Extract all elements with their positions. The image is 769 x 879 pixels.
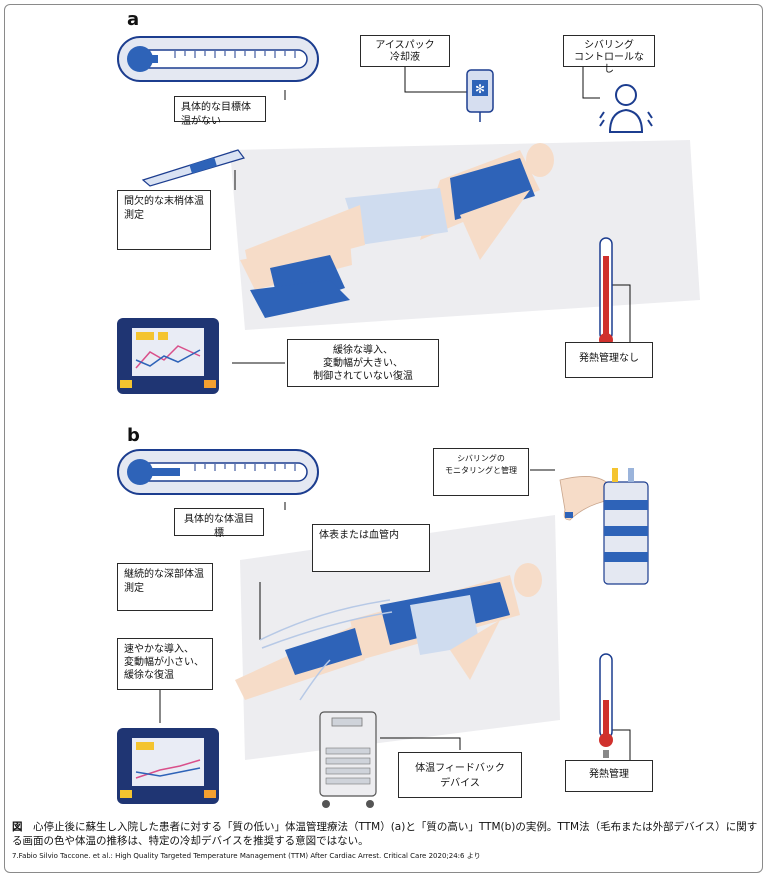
label-feedback-device: 体温フィードバック デバイス [398,752,522,798]
label-shivering-monitoring: シバリングの モニタリングと管理 [433,448,529,496]
panel-label-a: a [127,9,140,30]
label-ice-pack: アイスパック 冷却液 [360,35,450,67]
label-intermittent-measurement: 間欠的な末梢体温 測定 [117,190,211,250]
label-rapid-induction: 速やかな導入、 変動幅が小さい、 緩徐な復温 [117,638,213,690]
monitor-b [117,728,219,804]
source-citation: 7.Fabio Silvio Taccone. et al.: High Qua… [12,852,481,860]
monitor-a [117,318,219,394]
patient-body-a [240,143,554,318]
bed-shadow-a [230,140,700,330]
monitoring-device-b [603,468,649,585]
feedback-device-cart [319,711,377,808]
panel-label-b: b [127,425,140,446]
label-specific-target: 具体的な体温目標 [174,508,264,539]
label-no-target-temp: 具体的な目標体温がない [174,96,266,127]
hand-icon-b [559,476,613,521]
svg-text:✻: ✻ [475,82,485,96]
panel-b-art [117,449,649,808]
target-thermometer-b [117,449,319,495]
patient-body-b [235,563,542,701]
stick-thermometer-a [141,149,245,187]
fever-thermometer-a [599,237,613,358]
figure-caption: 図 心停止後に蘇生し入院した患者に対する「質の低い」体温管理療法（TTM）(a)… [12,820,760,848]
caption-text: 心停止後に蘇生し入院した患者に対する「質の低い」体温管理療法（TTM）(a)と「… [12,821,758,847]
figure-frame [4,4,763,873]
label-fever-management: 発熱管理 [565,760,653,792]
fever-thermometer-b [599,653,613,758]
label-surface-or-intravascular: 体表または血管内 [312,524,430,572]
caption-lead: 図 [12,821,23,833]
target-thermometer-a [117,36,319,82]
label-continuous-core-temp: 継続的な深部体温測定 [117,563,213,611]
label-no-fever-management: 発熱管理なし [565,342,653,378]
label-slow-induction: 緩徐な導入、 変動幅が大きい、 制御されていない復温 [287,339,439,387]
shivering-person-icon [599,84,653,133]
ice-pack-icon: ✻ [466,69,494,122]
label-no-shivering-control: シバリング コントロールなし [563,35,655,75]
panel-a-art: ✻ [117,36,700,394]
